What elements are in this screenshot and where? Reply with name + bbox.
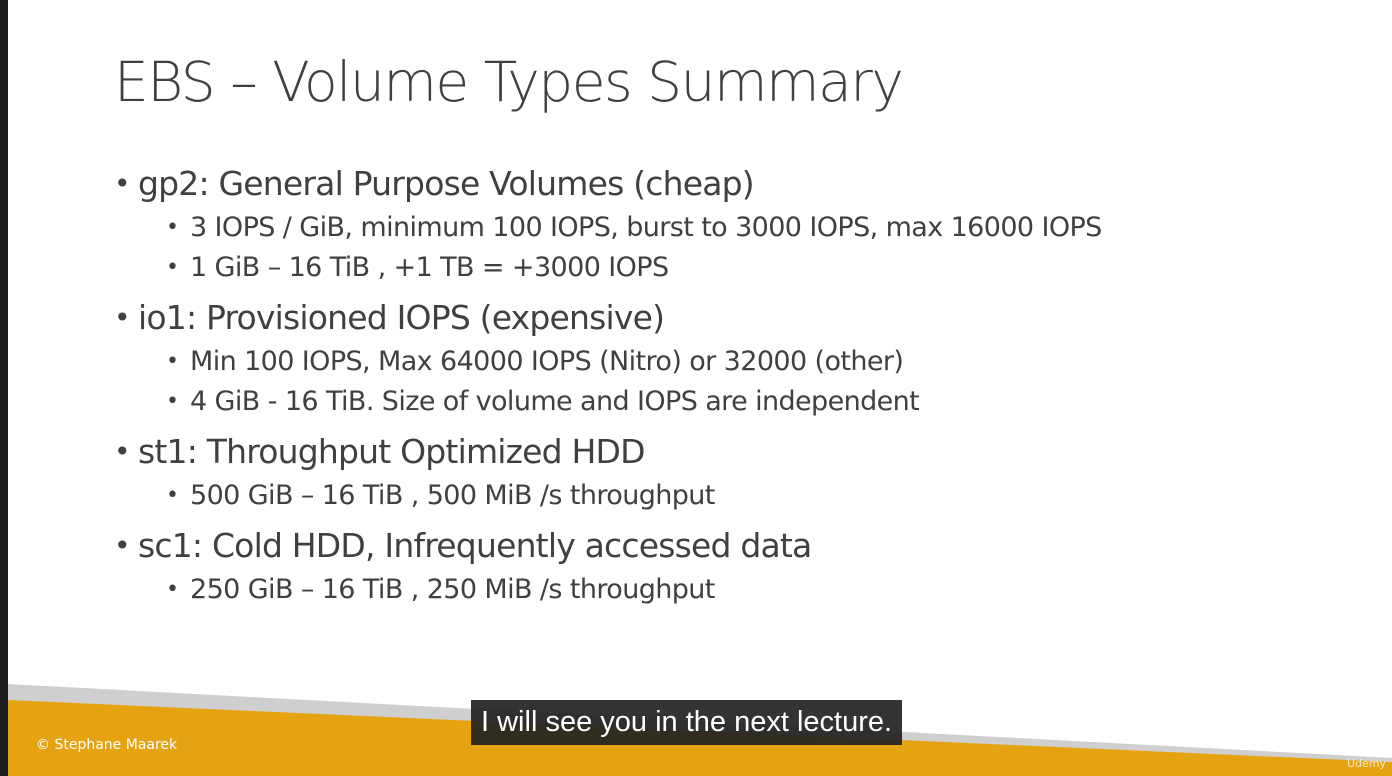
- bullet-io1: io1: Provisioned IOPS (expensive): [114, 294, 1102, 342]
- bullet-sc1: sc1: Cold HDD, Infrequently accessed dat…: [114, 522, 1102, 570]
- sub-bullet-io1-size: 4 GiB - 16 TiB. Size of volume and IOPS …: [114, 382, 1102, 422]
- sub-bullet-io1-iops: Min 100 IOPS, Max 64000 IOPS (Nitro) or …: [114, 342, 1102, 382]
- watermark-label: Udemy: [1346, 757, 1386, 770]
- bullet-st1: st1: Throughput Optimized HDD: [114, 428, 1102, 476]
- slide-title: EBS – Volume Types Summary: [114, 50, 904, 114]
- sub-bullet-gp2-size: 1 GiB – 16 TiB , +1 TB = +3000 IOPS: [114, 248, 1102, 288]
- sub-bullet-sc1-size: 250 GiB – 16 TiB , 250 MiB /s throughput: [114, 570, 1102, 610]
- bullet-gp2: gp2: General Purpose Volumes (cheap): [114, 160, 1102, 208]
- sub-bullet-st1-size: 500 GiB – 16 TiB , 500 MiB /s throughput: [114, 476, 1102, 516]
- sub-bullet-gp2-iops: 3 IOPS / GiB, minimum 100 IOPS, burst to…: [114, 208, 1102, 248]
- slide-bullet-list: gp2: General Purpose Volumes (cheap) 3 I…: [114, 160, 1102, 610]
- video-caption: I will see you in the next lecture.: [471, 700, 903, 745]
- udemy-watermark-icon: Udemy: [1347, 757, 1386, 770]
- footer-copyright: © Stephane Maarek: [36, 737, 178, 753]
- player-left-edge: [0, 0, 8, 776]
